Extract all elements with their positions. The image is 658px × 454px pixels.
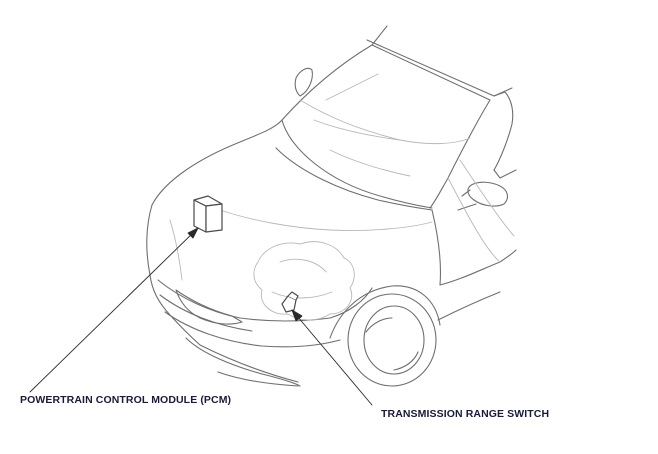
bumper-lower <box>185 337 301 387</box>
side-body-line <box>439 249 517 286</box>
leader-lines <box>29 227 373 406</box>
mirror-stalk <box>457 189 477 211</box>
front-wheel-rim <box>363 305 425 375</box>
fender-inner <box>169 219 183 281</box>
wheel-spokes <box>365 317 419 371</box>
windshield-frame <box>371 44 491 209</box>
transmission-range-switch-component <box>281 291 299 313</box>
phantom-lines <box>169 73 515 321</box>
cabin-line <box>447 159 515 263</box>
grille-top <box>157 279 331 322</box>
engine-block <box>253 241 355 321</box>
hood-crease <box>299 99 471 145</box>
wheel-arch <box>329 285 441 339</box>
left-mirror <box>294 67 313 97</box>
car-body <box>146 25 517 387</box>
headlight-right <box>329 287 373 319</box>
hood-outline <box>151 25 388 206</box>
grille-mid <box>159 294 253 332</box>
cowl-line <box>275 147 433 211</box>
pcm-leader-line <box>29 227 199 393</box>
trs-connector <box>287 291 299 301</box>
hood-inner <box>219 209 433 231</box>
trs-leader-line <box>291 309 373 406</box>
lower-trim <box>217 371 299 387</box>
pcm-leader-arrowhead <box>187 227 199 239</box>
trs-body <box>281 295 297 313</box>
pcm-box-side <box>205 203 223 233</box>
door-front-edge <box>493 169 517 179</box>
engine-detail <box>271 258 333 299</box>
fender-line <box>431 209 442 286</box>
windshield-glare <box>313 73 401 141</box>
side-mirror <box>467 181 509 207</box>
transmission-range-switch-label: TRANSMISSION RANGE SWITCH <box>381 408 550 420</box>
windshield-inner <box>366 39 513 97</box>
side-rocker <box>437 291 501 321</box>
front-wheel-tire <box>347 293 437 387</box>
headlight <box>175 289 243 325</box>
trs-leader-arrowhead <box>291 309 303 322</box>
pcm-component <box>193 195 223 233</box>
pcm-label: POWERTRAIN CONTROL MODULE (PCM) <box>20 394 232 406</box>
grille-bottom <box>164 311 341 348</box>
windshield-lower <box>281 119 433 209</box>
dash-line <box>329 149 411 177</box>
roof-line <box>493 91 514 171</box>
